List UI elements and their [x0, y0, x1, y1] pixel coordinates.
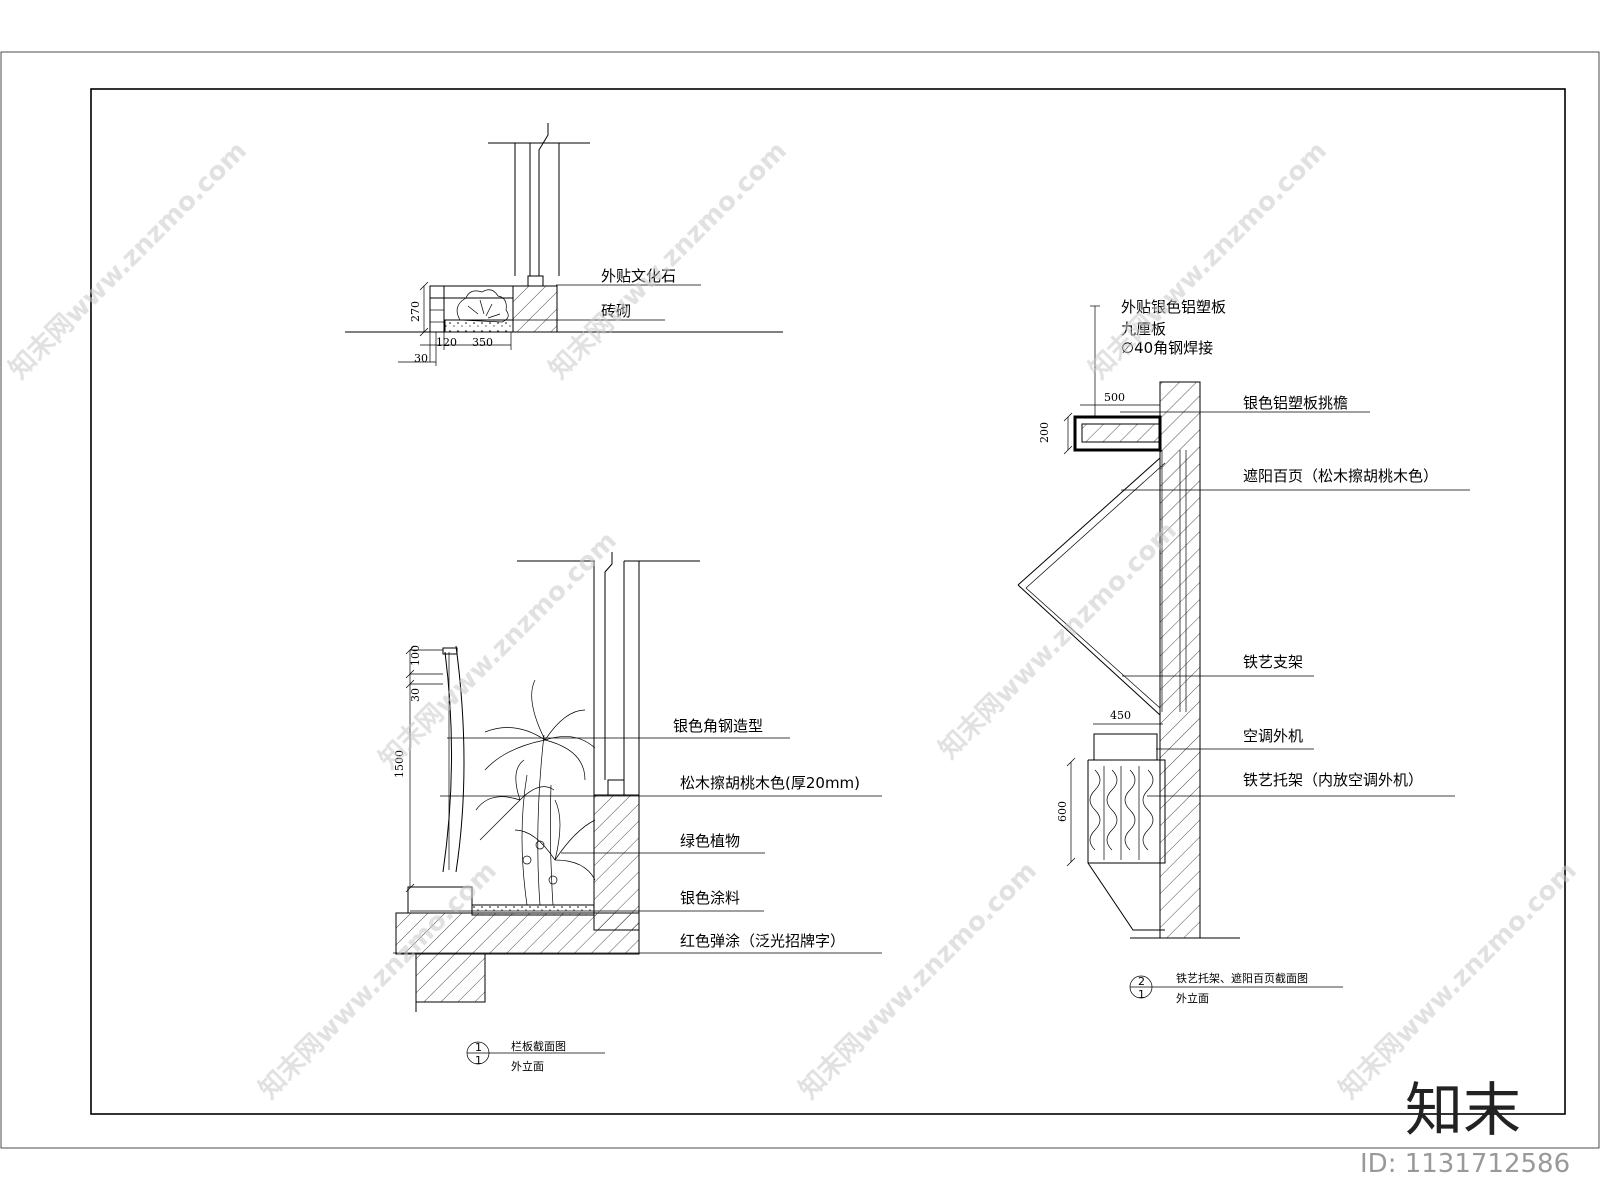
- bracket-dim-200: 200: [1038, 422, 1051, 443]
- bracket-label-canopy: 银色铝塑板挑檐: [1243, 394, 1348, 412]
- parapet-section-detail: [393, 552, 882, 1012]
- parapet-dim-100: 100: [409, 645, 422, 666]
- bracket-label-iron-support: 铁艺支架: [1243, 653, 1303, 671]
- sheet-inner-frame: [90, 88, 1566, 1115]
- top-dim-350: 350: [472, 336, 493, 349]
- parapet-dim-1500: 1500: [393, 750, 406, 778]
- top-dim-120: 120: [436, 336, 457, 349]
- parapet-label-pine-walnut: 松木擦胡桃木色(厚20mm): [680, 774, 860, 792]
- bracket-label-plywood: 九厘板: [1121, 320, 1166, 338]
- watermark-text: 知末网www.znzmo.com: [4, 136, 253, 385]
- parapet-caption-title: 栏板截面图: [511, 1039, 566, 1053]
- bracket-louver-section-detail: [1017, 305, 1470, 939]
- bracket-label-iron-tray: 铁艺托架（内放空调外机）: [1243, 771, 1423, 789]
- bracket-dim-600: 600: [1056, 801, 1069, 822]
- bracket-caption-title: 铁艺托架、遮阳百页截面图: [1176, 971, 1308, 985]
- parapet-caption-num-top: 1: [475, 1041, 482, 1054]
- parapet-caption-sub: 外立面: [511, 1059, 544, 1073]
- bracket-caption-sub: 外立面: [1176, 991, 1209, 1005]
- watermark-text: 知末网www.znzmo.com: [544, 136, 793, 385]
- top-dim-height: 270: [409, 301, 422, 322]
- bracket-dim-500: 500: [1104, 391, 1125, 404]
- top-dim-30: 30: [414, 352, 428, 365]
- parapet-label-red-spray: 红色弹涂（泛光招牌字）: [680, 932, 845, 950]
- parapet-caption: [466, 1041, 605, 1065]
- bracket-label-ac-unit: 空调外机: [1243, 727, 1303, 745]
- bracket-label-angle-weld: ∅40角钢焊接: [1121, 339, 1213, 357]
- bracket-caption: [1129, 975, 1343, 999]
- parapet-label-green-plant: 绿色植物: [680, 832, 740, 850]
- bracket-dim-450: 450: [1110, 709, 1131, 722]
- brand-logo: 知末: [1405, 1076, 1521, 1144]
- bracket-label-louver: 遮阳百页（松木擦胡桃木色）: [1243, 467, 1438, 485]
- sheet-outer-border: [0, 51, 1600, 1149]
- watermark-text: 知末网www.znzmo.com: [1334, 856, 1583, 1105]
- image-id: ID: 1131712586: [1360, 1149, 1570, 1179]
- parapet-label-silver-paint: 银色涂料: [680, 889, 740, 907]
- bracket-label-aluminium-face: 外贴银色铝塑板: [1121, 298, 1226, 316]
- bracket-caption-num-bottom: 1: [1138, 988, 1145, 1001]
- parapet-label-angle-steel: 银色角钢造型: [673, 717, 763, 735]
- watermark-text: 知末网www.znzmo.com: [934, 516, 1183, 765]
- watermark-text: 知末网www.znzmo.com: [794, 856, 1043, 1105]
- bracket-caption-num-top: 2: [1138, 975, 1145, 988]
- top-label-culture-stone: 外贴文化石: [601, 267, 676, 285]
- parapet-caption-num-bottom: 1: [475, 1054, 482, 1067]
- parapet-dim-30: 30: [409, 688, 422, 702]
- watermark-layer: 知末网www.znzmo.com 知末网www.znzmo.com 知末网www…: [4, 136, 1583, 1105]
- top-planter-detail: [345, 123, 783, 366]
- top-label-brick: 砖砌: [601, 302, 631, 320]
